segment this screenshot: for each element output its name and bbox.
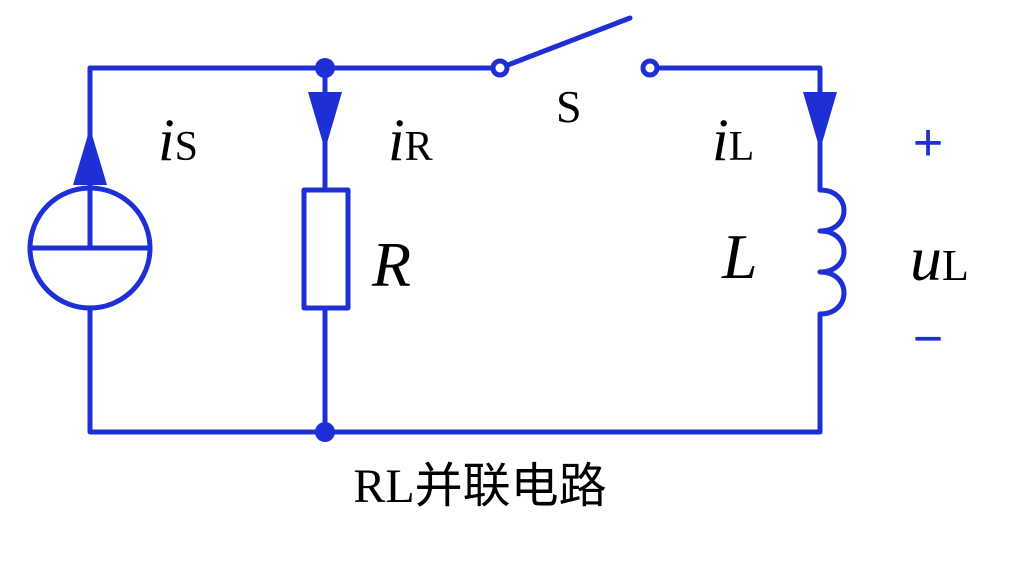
ul-label-main: u: [910, 223, 942, 294]
junction-dot-bottom: [315, 422, 335, 442]
ul-label: uL: [910, 223, 969, 294]
is-label-sub: S: [175, 124, 198, 170]
inductor-label: L: [721, 221, 758, 292]
bottom-wire: [87, 307, 823, 435]
diagram-caption: RL并联电路: [353, 460, 606, 513]
switch-label: S: [556, 81, 582, 132]
il-label-main: i: [712, 107, 729, 173]
ir-label-main: i: [388, 107, 405, 173]
il-label-sub: L: [729, 124, 755, 170]
switch-terminal-left: [490, 58, 510, 78]
ir-label: iR: [388, 107, 433, 173]
voltage-minus-sign: −: [913, 310, 943, 368]
ir-arrow: [308, 92, 342, 150]
ir-label-sub: R: [405, 124, 433, 170]
is-label-main: i: [158, 107, 175, 173]
junction-dot-top: [315, 58, 335, 78]
resistor-label: R: [371, 229, 411, 300]
inductor-coil: [817, 187, 847, 317]
voltage-plus-sign: +: [913, 114, 943, 172]
is-arrow: [73, 128, 107, 185]
il-label: iL: [712, 107, 754, 173]
il-arrow: [803, 92, 837, 150]
switch-blade: [497, 15, 633, 71]
circuit-graphics: [27, 15, 847, 435]
is-label: iS: [158, 107, 198, 173]
resistor: [301, 187, 351, 311]
ul-label-sub: L: [942, 241, 969, 290]
switch-terminal-right: [640, 58, 660, 78]
